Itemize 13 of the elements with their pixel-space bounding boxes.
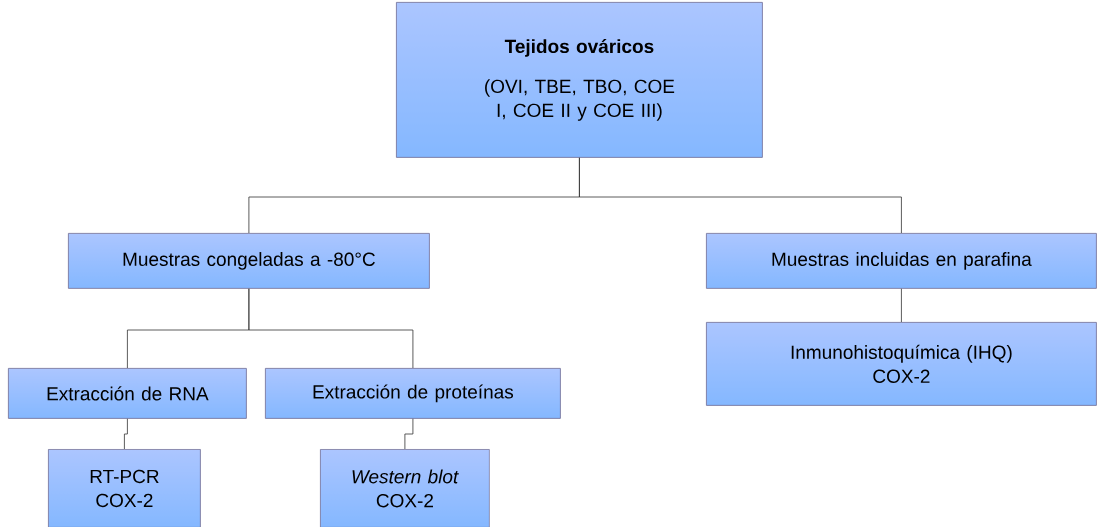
connector-line: [124, 418, 128, 450]
process-box: Muestras congeladas a -80°C: [68, 233, 430, 289]
process-box: Western blot COX-2: [320, 449, 490, 527]
process-box: Extracción de RNA: [8, 368, 247, 419]
connector-line: [248, 288, 414, 369]
process-box: Inmunohistoquímica (IHQ) COX-2: [706, 322, 1097, 406]
connector-line: [579, 157, 902, 234]
process-box: Extracción de proteínas: [265, 368, 561, 419]
connector-line: [901, 288, 902, 323]
process-box: RT-PCR COX-2: [48, 449, 201, 527]
process-box: Muestras incluidas en parafina: [706, 233, 1097, 289]
process-box: Tejidos ováricos (OVI, TBE, TBO, COE I, COE II y COE III): [396, 2, 763, 158]
connector-line: [404, 418, 414, 450]
